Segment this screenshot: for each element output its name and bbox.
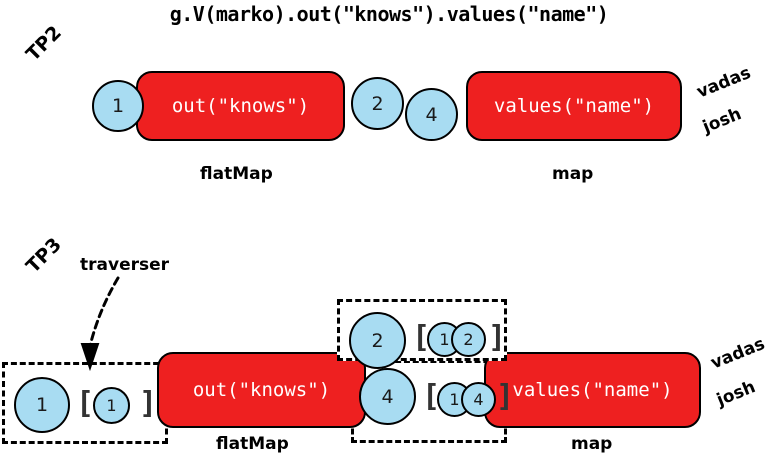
- tp3-upper-close-bracket: ]: [488, 320, 507, 355]
- tp3-left-close-bracket: ]: [139, 386, 158, 421]
- tp2-output-vadas: vadas: [694, 62, 754, 103]
- tp3-caption-flatmap: flatMap: [216, 434, 289, 454]
- tp3-row-label: TP3: [22, 233, 66, 278]
- page-title: g.V(marko).out("knows").values("name"): [169, 2, 609, 26]
- tp3-left-path-circle-1: 1: [93, 387, 130, 424]
- tp2-caption-map: map: [552, 164, 594, 184]
- tp3-caption-map: map: [571, 434, 613, 454]
- tp3-step-flatmap: out("knows"): [157, 352, 366, 428]
- tp3-step-map: values("name"): [484, 352, 701, 428]
- tp3-left-big-circle: 1: [14, 377, 70, 433]
- tp2-output-josh: josh: [700, 104, 745, 138]
- tp3-left-open-bracket: [: [76, 386, 95, 421]
- tp3-lower-open-bracket: [: [422, 379, 441, 414]
- tp2-circle-2: 2: [351, 77, 404, 130]
- tp2-step-flatmap: out("knows"): [136, 71, 345, 141]
- tp3-lower-close-bracket: ]: [496, 379, 515, 414]
- traverser-annotation: traverser: [80, 255, 170, 275]
- tp3-output-josh: josh: [714, 377, 759, 411]
- tp2-row-label: TP2: [22, 21, 66, 66]
- tp3-upper-open-bracket: [: [412, 320, 431, 355]
- tp2-caption-flatmap: flatMap: [200, 164, 273, 184]
- tp2-start-traverser-circle: 1: [92, 80, 144, 132]
- tp3-upper-path-circle-2: 2: [451, 322, 486, 357]
- tp3-lower-path-circle-4: 4: [461, 382, 496, 417]
- tp3-upper-big-circle: 2: [349, 312, 406, 369]
- tp2-step-map: values("name"): [466, 71, 682, 141]
- tp3-output-vadas: vadas: [708, 333, 768, 374]
- tp2-circle-4: 4: [405, 88, 458, 141]
- tp3-lower-big-circle: 4: [359, 368, 416, 425]
